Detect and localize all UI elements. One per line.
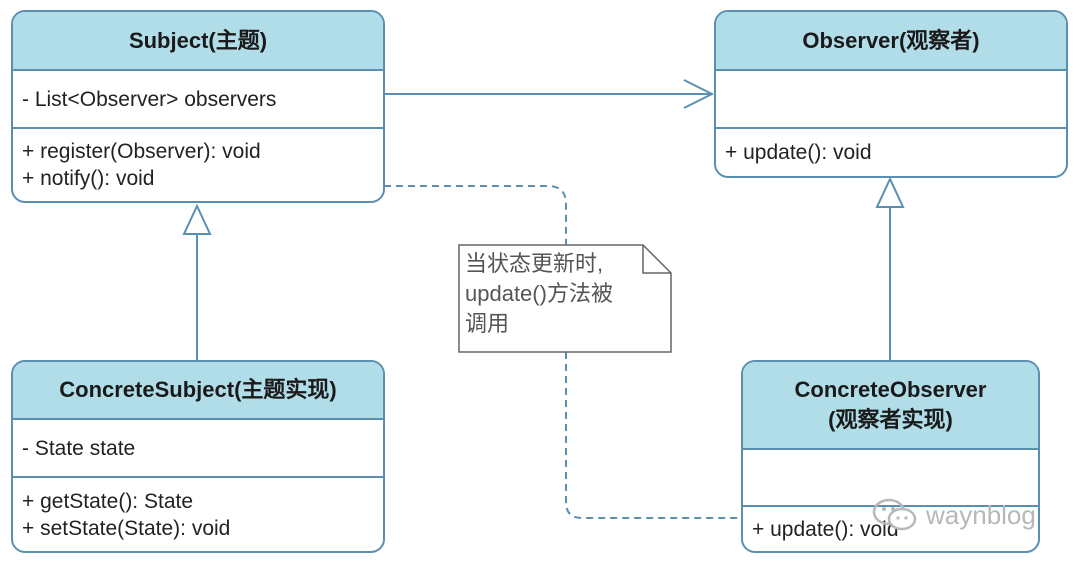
watermark-text: waynblog [926,499,1036,530]
subject-class-title: Subject(主题) [13,12,383,71]
concrete-subject-methods: + getState(): State + setState(State): v… [13,478,383,551]
concrete-subject-class-box[interactable]: ConcreteSubject(主题实现) - State state + ge… [11,360,385,553]
subject-inheritance-triangle [182,203,212,235]
subject-class-box[interactable]: Subject(主题) - List<Observer> observers +… [11,10,385,203]
subject-attributes: - List<Observer> observers [13,71,383,129]
association-arrowhead [683,79,715,109]
concrete-observer-methods: + update(): void [743,507,1038,551]
note-fold [642,245,671,274]
concrete-observer-title-line1: ConcreteObserver [794,377,987,402]
subject-methods: + register(Observer): void + notify(): v… [13,129,383,201]
concrete-observer-class-box[interactable]: ConcreteObserver (观察者实现) + update(): voi… [741,360,1040,553]
observer-method: + update(): void [725,141,872,164]
watermark: waynblog [872,497,1036,533]
subject-attribute: - List<Observer> observers [22,87,277,111]
concrete-subject-attribute: - State state [22,436,136,460]
concrete-observer-attributes [743,450,1038,507]
subject-method: + register(Observer): void [22,140,261,163]
observer-class-box[interactable]: Observer(观察者) + update(): void [714,10,1068,178]
note-line: update()方法被 [465,281,613,306]
note-link-to-concrete-observer [565,352,742,519]
concrete-subject-method: + getState(): State [22,489,194,513]
note-shape [458,244,672,353]
concrete-subject-attributes: - State state [13,420,383,478]
concrete-subject-method: + setState(State): void [22,516,231,540]
observer-class-title: Observer(观察者) [716,12,1066,71]
subject-method: + notify(): void [22,167,155,190]
concrete-subject-class-title: ConcreteSubject(主题实现) [13,362,383,420]
concrete-observer-title-line2: (观察者实现) [828,407,953,432]
observer-methods: + update(): void [716,129,1066,176]
note-link-to-subject [384,185,567,245]
wechat-icon [872,498,917,531]
concrete-observer-method: + update(): void [752,517,899,541]
observer-inheritance-triangle [875,176,905,208]
note-line: 调用 [465,311,510,336]
observer-attributes [716,71,1066,129]
note-line: 当状态更新时, [465,251,604,276]
note: 当状态更新时, update()方法被 调用 [459,245,671,352]
concrete-observer-class-title: ConcreteObserver (观察者实现) [743,362,1038,450]
